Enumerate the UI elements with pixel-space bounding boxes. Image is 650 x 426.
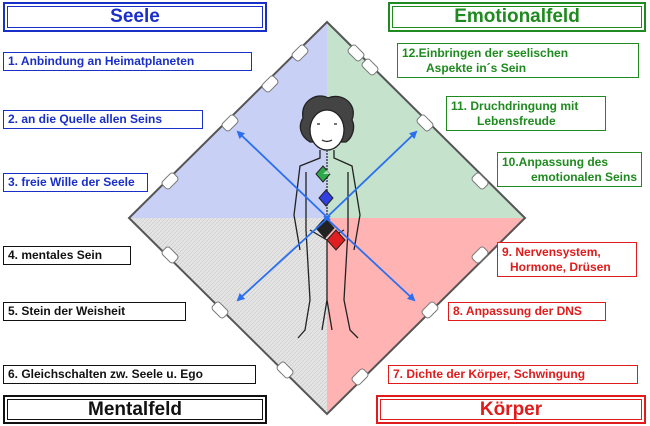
edge-tab [161,246,179,264]
edge-tab [361,58,379,76]
label-item-12-line2: Aspekte in´s Sein [426,61,527,75]
arrow-lower-left [236,215,331,302]
arrow-lower-right [323,215,416,302]
edge-tab [471,246,489,264]
diamond-gem-icon [315,165,346,251]
diamond-outline [127,20,527,416]
label-item-12-line1: 12.Einbringen der seelischen [402,46,569,60]
title-mentalfeld: Mentalfeld [3,395,267,424]
label-item-6: 6. Gleichschalten zw. Seele u. Ego [3,365,256,384]
edge-tab [221,114,239,132]
label-item-9: 9. Nervensystem, Hormone, Drüsen [497,242,637,277]
edge-tab [351,368,369,386]
arrow-upper-left [236,130,331,221]
label-item-1: 1. Anbindung an Heimatplaneten [3,52,252,71]
edge-tab [291,44,309,62]
label-item-12: 12.Einbringen der seelischen Aspekte in´… [397,43,639,78]
edge-tab [347,44,365,62]
label-item-5: 5. Stein der Weisheit [3,302,186,321]
title-emotionalfeld: Emotionalfeld [388,2,646,32]
label-item-11-line2: Lebensfreude [477,114,556,128]
label-item-11: 11. Druchdringung mit Lebensfreude [446,96,606,131]
label-item-8: 8. Anpassung der DNS [448,302,606,321]
edge-tab [471,172,489,190]
label-item-4: 4. mentales Sein [3,246,131,265]
title-seele: Seele [3,2,267,32]
edge-tab [261,75,279,93]
title-koerper: Körper [376,395,646,424]
label-item-3: 3. freie Wille der Seele [3,173,148,192]
edge-tab [161,172,179,190]
label-item-10: 10.Anpassung des emotionalen Seins [497,152,642,187]
label-item-10-line2: emotionalen Seins [530,170,637,184]
human-figure-icon [293,95,361,339]
label-item-7: 7. Dichte der Körper, Schwingung [388,365,638,384]
arrow-upper-right [323,130,418,221]
label-item-2: 2. an die Quelle allen Seins [3,110,203,129]
edge-tab [211,301,229,319]
edge-tab [416,114,434,132]
label-item-10-line1: 10.Anpassung des [502,155,609,169]
label-item-11-line1: 11. Druchdringung mit [451,99,579,113]
edge-tab [276,361,294,379]
label-item-9-line1: 9. Nervensystem, [502,245,601,259]
edge-tab [421,301,439,319]
label-item-9-line2: Hormone, Drüsen [510,260,611,274]
